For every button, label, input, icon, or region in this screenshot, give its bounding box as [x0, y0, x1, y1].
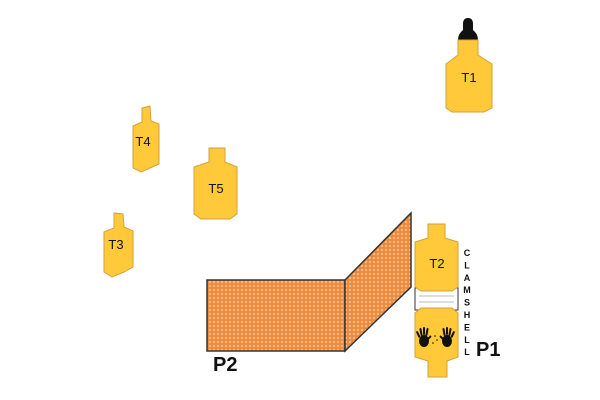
- target-t3-body: [103, 212, 134, 278]
- target-t1: T1: [445, 18, 493, 113]
- target-t2-body: [414, 223, 459, 292]
- position-p2-label: P2: [213, 354, 237, 376]
- wall-angled-panel: [344, 211, 412, 353]
- target-t5: T5: [193, 147, 238, 220]
- clamshell-letter: C: [464, 248, 471, 258]
- clamshell-letter: M: [463, 285, 471, 295]
- clamshell-letter: A: [464, 273, 471, 283]
- wall-front-panel: [206, 279, 346, 352]
- clamshell-letter: L: [464, 260, 470, 270]
- clamshell-target: [414, 307, 459, 378]
- clamshell-letter: L: [464, 347, 470, 357]
- target-t2-label: T2: [429, 256, 444, 271]
- target-t3: T3: [103, 212, 134, 278]
- clamshell-letter: H: [464, 310, 471, 320]
- target-t1-body: [445, 39, 493, 113]
- clamshell-letter: S: [464, 298, 470, 308]
- no-shoot-head-icon: [458, 18, 478, 40]
- target-t4-label: T4: [135, 134, 150, 149]
- hand-prints-icon: [416, 327, 455, 347]
- position-p1-label: P1: [476, 339, 500, 361]
- target-t5-label: T5: [208, 181, 223, 196]
- target-t3-label: T3: [108, 237, 123, 252]
- target-t5-body: [193, 147, 238, 220]
- clamshell-letter: L: [464, 335, 470, 345]
- target-t4: T4: [132, 105, 160, 173]
- clamshell-assembly: T2: [414, 223, 471, 378]
- target-t4-body: [132, 105, 160, 173]
- target-t2: T2: [414, 223, 459, 292]
- clamshell-letter: E: [464, 322, 470, 332]
- target-t1-label: T1: [461, 70, 476, 85]
- wall-structure: [206, 211, 412, 353]
